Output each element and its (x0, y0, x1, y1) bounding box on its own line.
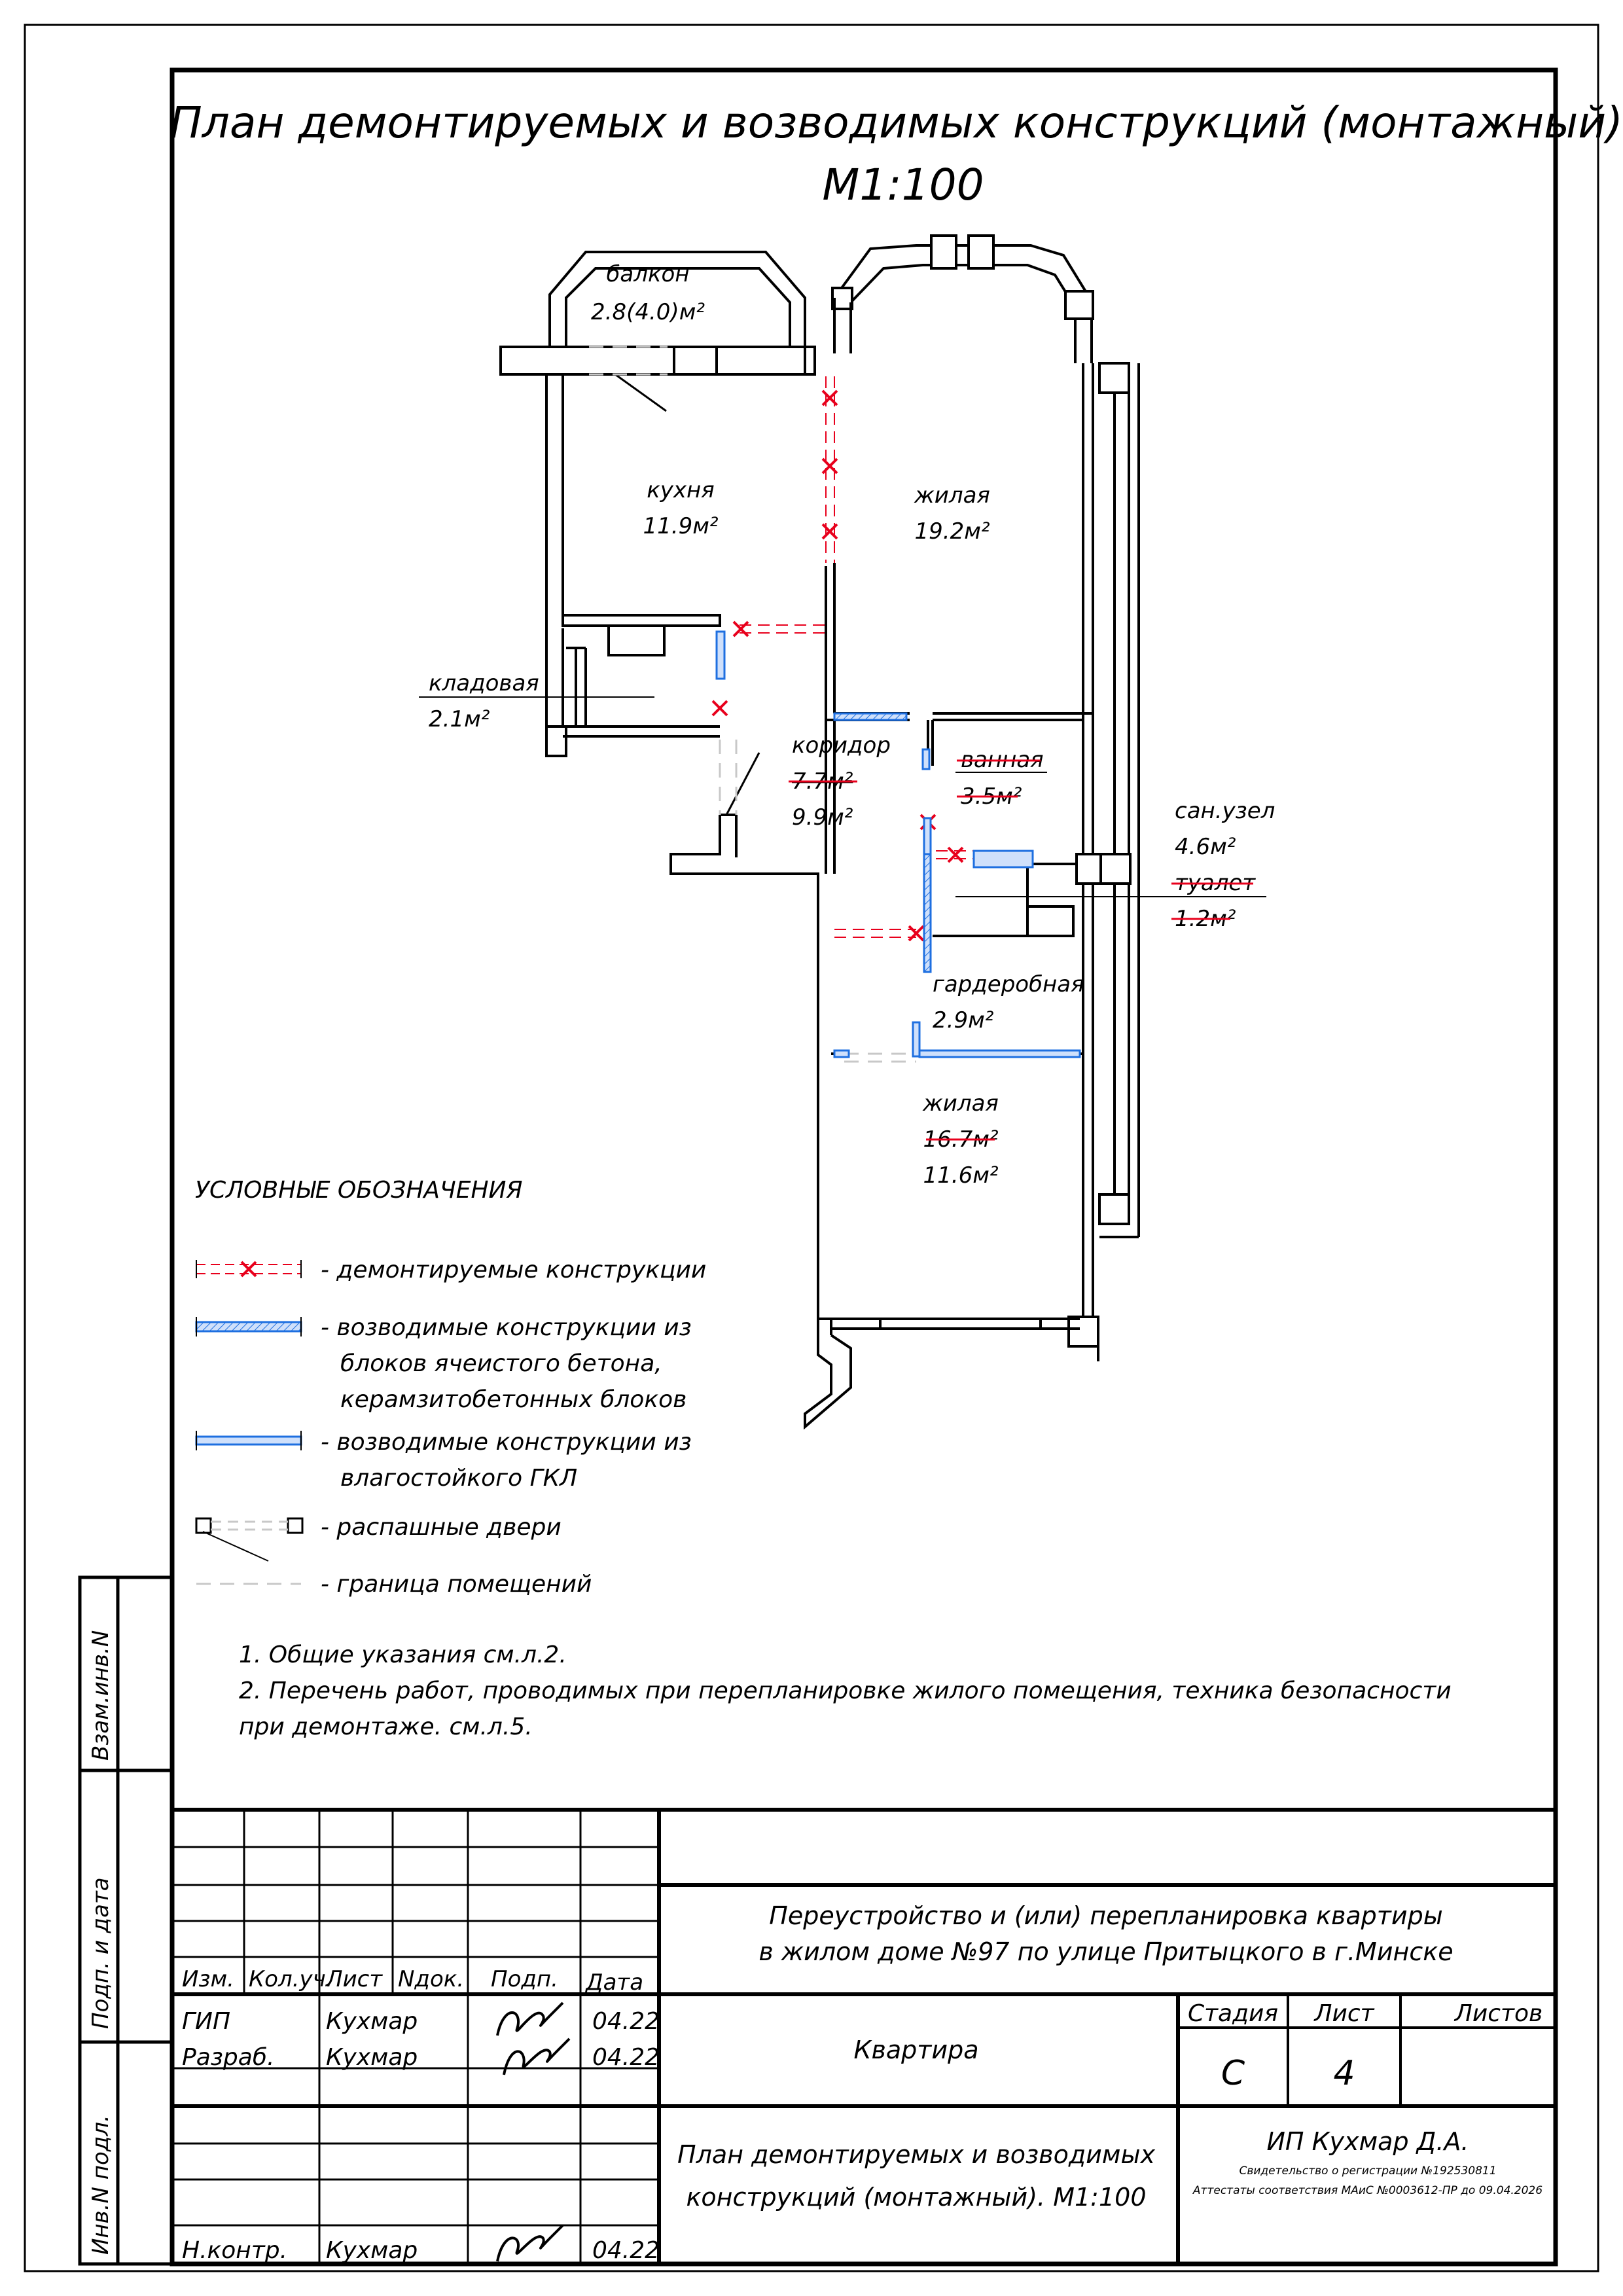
sanuzel-name: сан.узел (1175, 798, 1275, 824)
living2-name: жилая (922, 1090, 999, 1117)
legend-block-symbol (195, 1317, 302, 1336)
room-boundaries (589, 346, 916, 1063)
note-2-cont: при демонтаже. см.л.5. (239, 1713, 533, 1740)
kitchen-name: кухня (647, 477, 714, 503)
legend-demolish-symbol (196, 1260, 302, 1278)
living2-area-new: 11.6м² (923, 1162, 999, 1189)
sheet-value: 4 (1333, 2054, 1355, 2093)
header-izm: Изм. (182, 1966, 234, 1992)
sheet-title-1: План демонтируемых и возводимых (677, 2140, 1155, 2169)
legend-item-block-1: - возводимые конструкции из (321, 1314, 692, 1341)
row-razrab-name: Кухмар (326, 2044, 418, 2071)
stage-label: Стадия (1188, 2000, 1278, 2027)
row-nkontr-name: Кухмар (326, 2237, 418, 2264)
header-ndok: Nдок. (398, 1966, 464, 1992)
legend-item-door: - распашные двери (321, 1514, 562, 1541)
title-block-headers: Изм. Кол.уч. Лист Nдок. Подп. Дата (182, 1966, 643, 1996)
title-block (172, 1808, 1556, 2264)
floor-plan (499, 234, 1140, 1430)
corridor-name: коридор (792, 732, 891, 759)
legend-heading: УСЛОВНЫЕ ОБОЗНАЧЕНИЯ (195, 1177, 522, 1204)
project-line-1: Переустройство и (или) перепланировка кв… (769, 1901, 1442, 1930)
notes: 1. Общие указания см.л.2. 2. Перечень ра… (239, 1641, 1452, 1740)
row-razrab-role: Разраб. (182, 2044, 274, 2071)
header-list: Лист (325, 1966, 383, 1992)
header-koluch: Кол.уч. (249, 1966, 333, 1992)
row-razrab-date: 04.22 (592, 2044, 660, 2071)
row-nkontr-date: 04.22 (592, 2237, 660, 2264)
project-line-2: в жилом доме №97 по улице Притыцкого в г… (758, 1937, 1453, 1966)
row-gip-role: ГИП (182, 2008, 230, 2035)
sanuzel-area: 4.6м² (1175, 834, 1236, 860)
outer-frame (24, 24, 1599, 2272)
legend-item-demolish: - демонтируемые конструкции (321, 1257, 706, 1283)
legend-item-boundary: - граница помещений (321, 1571, 592, 1598)
storage-name: кладовая (429, 670, 539, 696)
sheet-title-2: конструкций (монтажный). М1:100 (686, 2183, 1146, 2212)
company-name: ИП Кухмар Д.А. (1266, 2127, 1469, 2156)
legend-item-block-3: керамзитобетонных блоков (340, 1386, 687, 1413)
signature-rows: ГИП Кухмар 04.22 Разраб. Кухмар 04.22 Н.… (182, 2008, 660, 2264)
legend-item-block-2: блоков ячеистого бетона, (340, 1350, 662, 1377)
legend-item-gkl-2: влагостойкого ГКЛ (340, 1465, 577, 1492)
note-2: 2. Перечень работ, проводимых при перепл… (239, 1677, 1452, 1704)
plan-scale: М1:100 (822, 160, 984, 210)
kitchen-area: 11.9м² (643, 513, 719, 539)
storage-area: 2.1м² (429, 706, 490, 732)
balcony-area: 2.8(4.0)м² (591, 299, 705, 325)
legend-door-symbol (195, 1517, 304, 1562)
legend: УСЛОВНЫЕ ОБОЗНАЧЕНИЯ - демонтируемые кон… (195, 1177, 706, 1598)
living1-name: жилая (914, 482, 990, 509)
company-cert-1: Свидетельство о регистрации №192530811 (1239, 2164, 1496, 2178)
stage-value: С (1221, 2054, 1245, 2093)
balcony-name: балкон (606, 261, 689, 287)
side-inv-label: Инв.N подл. (88, 2115, 114, 2255)
side-podp-label: Подп. и дата (88, 1877, 114, 2029)
side-vzam-label: Взам.инв.N (88, 1630, 114, 1761)
note-1: 1. Общие указания см.л.2. (239, 1641, 567, 1668)
legend-gkl-symbol (195, 1431, 302, 1450)
company-cert-2: Аттестаты соответствия МАиС №0003612-ПР … (1192, 2184, 1543, 2197)
object-name: Квартира (853, 2036, 978, 2064)
room-labels: балкон 2.8(4.0)м² кухня 11.9м² жилая 19.… (429, 261, 1275, 1189)
legend-item-gkl-1: - возводимые конструкции из (321, 1429, 692, 1456)
wardrobe-area: 2.9м² (933, 1007, 994, 1033)
corridor-area-new: 9.9м² (792, 804, 853, 831)
row-nkontr-role: Н.контр. (182, 2237, 287, 2264)
new-walls (715, 630, 1081, 1058)
signature-marks (496, 2001, 571, 2262)
living1-area: 19.2м² (915, 518, 990, 545)
row-gip-date: 04.22 (592, 2008, 660, 2035)
inner-frame (169, 67, 1558, 2267)
row-gip-name: Кухмар (326, 2008, 418, 2035)
header-data: Дата (584, 1969, 643, 1996)
sheets-label: Листов (1454, 2000, 1543, 2027)
demolished-walls (711, 376, 1005, 942)
header-podp: Подп. (491, 1966, 558, 1992)
wardrobe-name: гардеробная (933, 971, 1084, 997)
leader-lines (419, 696, 1266, 897)
plan-title: План демонтируемых и возводимых конструк… (169, 98, 1623, 148)
sheet-label: Лист (1313, 2000, 1374, 2027)
